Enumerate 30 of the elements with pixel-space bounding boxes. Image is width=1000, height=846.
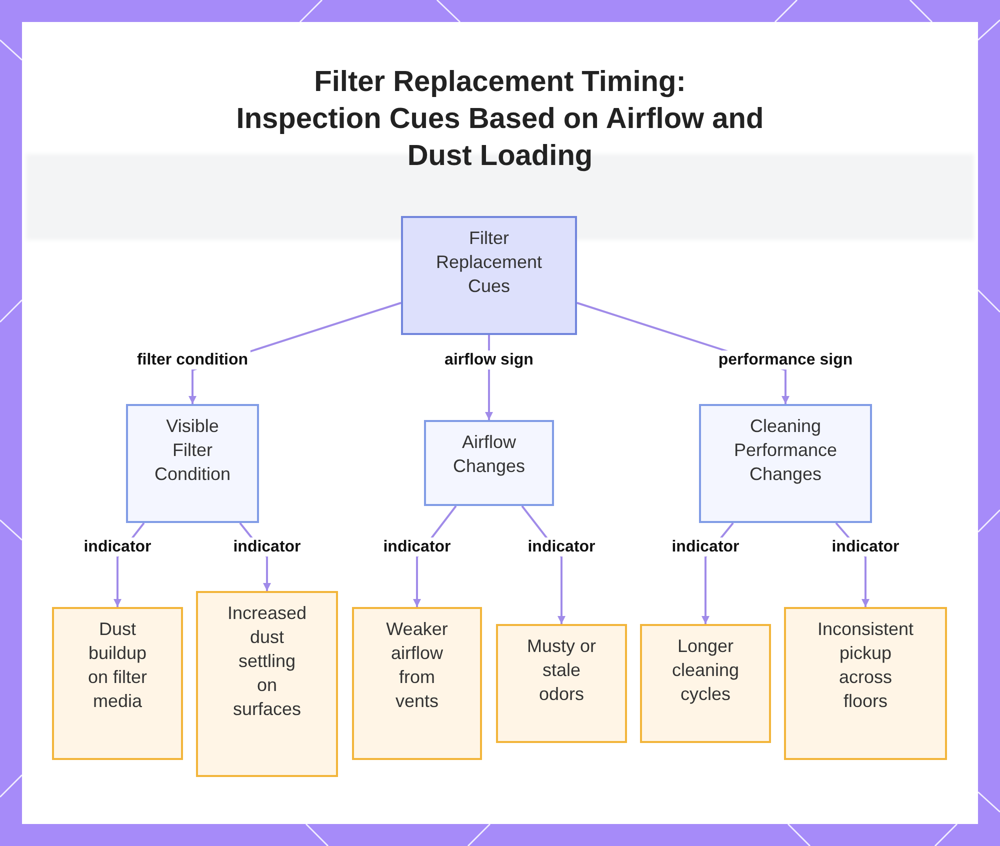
indicator-box (352, 607, 482, 760)
diagram-title: Filter Replacement Timing: Inspection Cues Based on Airflow and Dust Loading (235, 65, 765, 174)
node-text: Increased dust settling on surfaces (227, 602, 307, 721)
category-box (126, 404, 259, 523)
edge-label: indicator (670, 538, 742, 556)
indicator-box (196, 591, 338, 777)
indicator-box (52, 607, 183, 760)
edge-label: airflow sign (442, 350, 536, 370)
indicator-box (496, 624, 627, 743)
edge-label: indicator (830, 538, 902, 556)
node-text: Weaker airflow from vents (386, 618, 448, 713)
node-text: Cleaning Performance Changes (734, 415, 838, 486)
edge-label: indicator (381, 538, 453, 556)
root-box (401, 216, 577, 335)
node-text: Inconsistent pickup across floors (817, 618, 914, 713)
category-box (424, 420, 554, 506)
edge-label: indicator (526, 538, 598, 556)
indicator-box (640, 624, 771, 743)
node-text: Airflow Changes (452, 431, 526, 478)
edge-label: indicator (82, 538, 154, 556)
node-text: Longer cleaning cycles (672, 635, 740, 706)
node-text: Dust buildup on filter media (86, 618, 148, 713)
edge-label: filter condition (134, 350, 250, 370)
edge-label: indicator (231, 538, 303, 556)
category-box (699, 404, 872, 523)
node-text: Filter Replacement Cues (436, 227, 542, 298)
node-text: Visible Filter Condition (154, 415, 231, 486)
indicator-box (784, 607, 947, 760)
node-text: Musty or stale odors (526, 635, 597, 706)
edge-label: performance sign (716, 350, 855, 370)
